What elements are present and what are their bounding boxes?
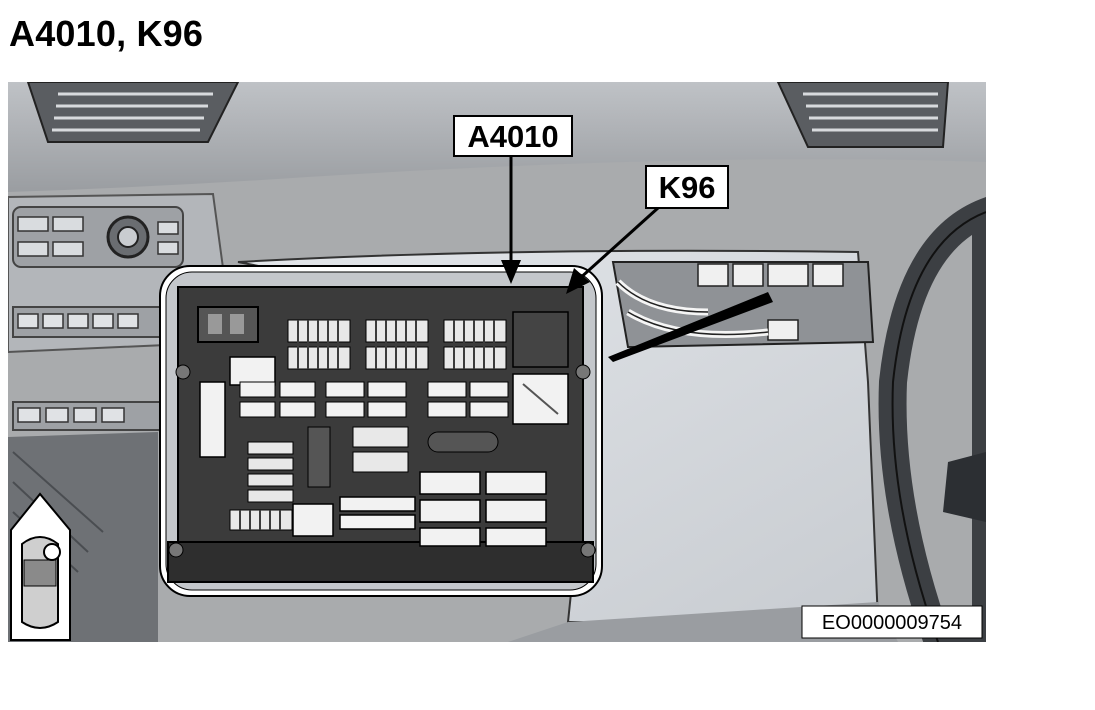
vehicle-orientation-icon <box>10 492 71 641</box>
steering-wheel <box>878 196 986 642</box>
reference-code-box: EO0000009754 <box>801 605 983 639</box>
callout-a4010: A4010 <box>453 115 573 284</box>
left-air-vent <box>26 82 240 143</box>
callout-label-k96: K96 <box>659 170 716 205</box>
right-air-vent <box>776 82 950 148</box>
location-marker-icon <box>43 543 61 561</box>
lower-dashboard <box>508 602 898 642</box>
callout-k96: K96 <box>566 165 729 294</box>
callout-label-a4010: A4010 <box>467 119 558 154</box>
page-title: A4010, K96 <box>9 13 204 54</box>
wiring-harness-k96 <box>608 261 875 362</box>
fuse-box-a4010 <box>167 286 596 583</box>
fuse-box-location-illustration: A4010 K96 EO0000009754 <box>8 82 986 642</box>
reference-code: EO0000009754 <box>822 612 962 634</box>
